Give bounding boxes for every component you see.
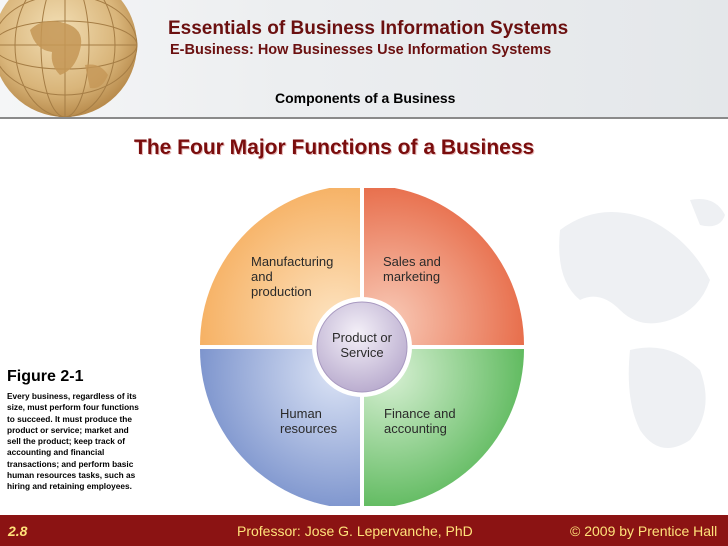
quadrant-sales [364,188,524,345]
quadrant-label-finance: Finance and accounting [384,406,456,436]
figure-title: Figure 2-1 [7,368,84,385]
quadrant-finance [364,349,524,506]
quadrant-label-sales: Sales and marketing [383,254,441,284]
presentation-title: Essentials of Business Information Syste… [168,18,569,39]
professor-credit: Professor: Jose G. Lepervanche, PhD [237,523,473,539]
slide-footer: 2.8 Professor: Jose G. Lepervanche, PhD … [0,515,728,546]
slide-header: Essentials of Business Information Syste… [0,0,728,118]
functions-wheel [200,188,524,506]
slide-number: 2.8 [8,523,28,539]
quadrant-label-human-resources: Human resources [280,406,338,436]
section-label: Components of a Business [275,90,456,106]
slide-title: The Four Major Functions of a Business [134,136,535,159]
quadrant-label-manufacturing: Manufacturing and production [251,254,334,299]
business-functions-diagram: Manufacturing and production Sales and m… [190,188,534,506]
header-divider [0,117,728,119]
figure-caption: Every business, regardless of its size, … [7,391,139,492]
globe-icon [0,0,138,118]
quadrant-human-resources [200,349,360,506]
world-map-watermark [559,199,725,448]
center-circle [316,301,408,393]
quadrant-manufacturing [200,188,360,345]
copyright-notice: © 2009 by Prentice Hall [570,523,718,539]
center-label: Product or Service [332,330,392,360]
presentation-subtitle: E-Business: How Businesses Use Informati… [170,42,552,58]
